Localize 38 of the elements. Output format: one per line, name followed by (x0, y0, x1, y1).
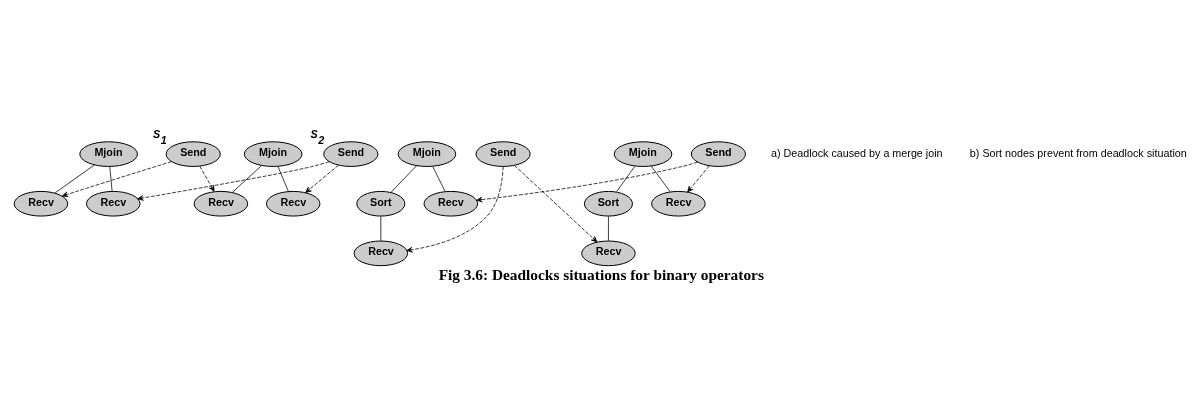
connector (380, 215, 382, 241)
connector (390, 164, 417, 192)
arrow (137, 160, 330, 201)
connector (109, 165, 113, 192)
connector (277, 165, 289, 191)
node-ellipse: Recv (651, 190, 706, 217)
node-ellipse: Send (690, 140, 746, 167)
label: a) Deadlock caused by a merge join (771, 146, 943, 159)
diagram-title: Fig 3.6: Deadlocks situations for binary operators (438, 265, 764, 283)
node-ellipse: Recv (86, 190, 141, 217)
node-ellipse: Recv (265, 190, 321, 217)
connector (616, 165, 636, 192)
node-ellipse: Recv (193, 190, 249, 217)
arrow (514, 164, 598, 242)
node-ellipse: Sort (356, 190, 406, 217)
arrow (476, 161, 698, 202)
connector (231, 164, 262, 193)
arrow (305, 164, 339, 193)
node-ellipse: Mjoin (79, 140, 138, 167)
arrow (61, 160, 172, 197)
connector (432, 165, 446, 192)
node-ellipse: Send (475, 140, 531, 167)
connector (608, 215, 609, 241)
node-ellipse: Recv (423, 190, 479, 217)
node-ellipse: Send (165, 140, 221, 167)
node-ellipse: Send (323, 140, 379, 167)
node-ellipse: Sort (583, 190, 633, 217)
node-ellipse: Mjoin (613, 140, 673, 167)
node-ellipse: Mjoin (397, 140, 457, 167)
node-ellipse: Recv (581, 240, 636, 266)
connector (651, 165, 671, 192)
arrow (406, 165, 504, 252)
arrow (687, 165, 710, 192)
connector (54, 164, 95, 193)
node-ellipse: Mjoin (243, 140, 303, 167)
label: b) Sort nodes prevent from deadlock situation (969, 146, 1187, 159)
arrow (199, 165, 215, 192)
node-ellipse: Recv (353, 240, 409, 266)
